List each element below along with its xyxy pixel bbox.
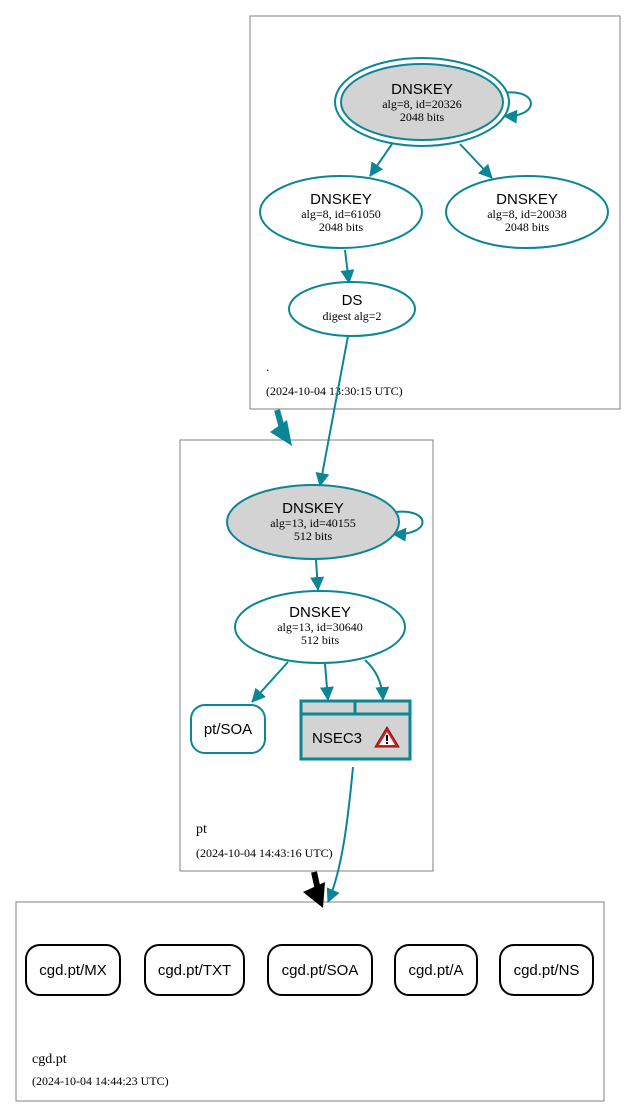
- node-line2: 2048 bits: [319, 220, 364, 234]
- zone-cgd-timestamp: (2024-10-04 14:44:23 UTC): [32, 1074, 169, 1088]
- zone-cgd-name: cgd.pt: [32, 1052, 67, 1067]
- record-label: cgd.pt/A: [408, 962, 463, 979]
- node-line2: 512 bits: [301, 633, 340, 647]
- edge-ds-to-pt-ksk: [315, 335, 349, 487]
- node-line2: 2048 bits: [505, 220, 550, 234]
- node-line1: alg=13, id=30640: [277, 620, 363, 634]
- zone-pt-name: pt: [196, 822, 207, 837]
- cgd-records: cgd.pt/MX cgd.pt/TXT cgd.pt/SOA cgd.pt/A cgd…: [25, 944, 594, 996]
- node-title: DNSKEY: [282, 500, 344, 517]
- zone-root-name: .: [266, 359, 269, 374]
- node-title: DNSKEY: [391, 81, 453, 98]
- edge-pt-ksk-self: [392, 510, 424, 542]
- node-pt-ksk[interactable]: DNSKEY alg=13, id=40155 512 bits: [226, 484, 400, 560]
- record-label: cgd.pt/SOA: [282, 962, 359, 979]
- delegation-pt-to-cgd: [303, 871, 325, 908]
- edge-ksk-self: [502, 91, 532, 124]
- record-node[interactable]: cgd.pt/NS: [499, 944, 594, 996]
- node-title: DS: [342, 292, 363, 309]
- node-pt-zsk[interactable]: DNSKEY alg=13, id=30640 512 bits: [234, 590, 406, 664]
- node-title: DNSKEY: [310, 191, 372, 208]
- node-line1: alg=8, id=20326: [382, 97, 462, 111]
- edge-nsec3-to-cgd: [326, 766, 354, 903]
- zone-cgd-border: [15, 901, 605, 1102]
- node-pt-ds[interactable]: DS digest alg=2: [288, 281, 416, 337]
- record-label: cgd.pt/NS: [514, 962, 580, 979]
- zone-cgd: cgd.pt (2024-10-04 14:44:23 UTC): [15, 901, 605, 1102]
- edge-zsk-to-soa: [251, 661, 289, 703]
- node-line1: alg=8, id=61050: [301, 207, 381, 221]
- node-label: NSEC3: [312, 730, 362, 747]
- zone-pt-timestamp: (2024-10-04 14:43:16 UTC): [196, 846, 333, 860]
- record-node[interactable]: cgd.pt/MX: [25, 944, 121, 996]
- edge-ksk-to-zsk2: [459, 143, 493, 179]
- node-line1: digest alg=2: [322, 309, 381, 323]
- record-label: cgd.pt/MX: [39, 962, 107, 979]
- edge-pt-ksk-to-zsk: [310, 559, 325, 591]
- node-root-zsk-61050[interactable]: DNSKEY alg=8, id=61050 2048 bits: [259, 175, 423, 249]
- node-pt-nsec3[interactable]: NSEC3: [299, 699, 412, 761]
- edge-ksk-to-zsk1: [369, 143, 393, 177]
- node-line2: 2048 bits: [400, 110, 445, 124]
- warning-icon: [374, 726, 400, 748]
- node-label: pt/SOA: [204, 721, 252, 738]
- edge-zsk-to-nsec3-b: [364, 659, 390, 701]
- edges: [251, 91, 532, 903]
- node-pt-soa[interactable]: pt/SOA: [190, 704, 266, 754]
- node-root-ksk[interactable]: DNSKEY alg=8, id=20326 2048 bits: [334, 57, 510, 147]
- record-node[interactable]: cgd.pt/A: [394, 944, 478, 996]
- zone-root-timestamp: (2024-10-04 13:30:15 UTC): [266, 384, 403, 398]
- node-root-zsk-20038[interactable]: DNSKEY alg=8, id=20038 2048 bits: [445, 175, 609, 249]
- node-line2: 512 bits: [294, 529, 333, 543]
- node-title: DNSKEY: [496, 191, 558, 208]
- edge-zsk1-to-ds: [340, 249, 355, 284]
- edge-zsk-to-nsec3-a: [319, 663, 334, 701]
- record-node[interactable]: cgd.pt/TXT: [144, 944, 245, 996]
- record-node[interactable]: cgd.pt/SOA: [267, 944, 373, 996]
- node-line1: alg=8, id=20038: [487, 207, 567, 221]
- node-title: DNSKEY: [289, 604, 351, 621]
- delegation-root-to-pt: [270, 409, 292, 446]
- node-line1: alg=13, id=40155: [270, 516, 356, 530]
- record-label: cgd.pt/TXT: [158, 962, 231, 979]
